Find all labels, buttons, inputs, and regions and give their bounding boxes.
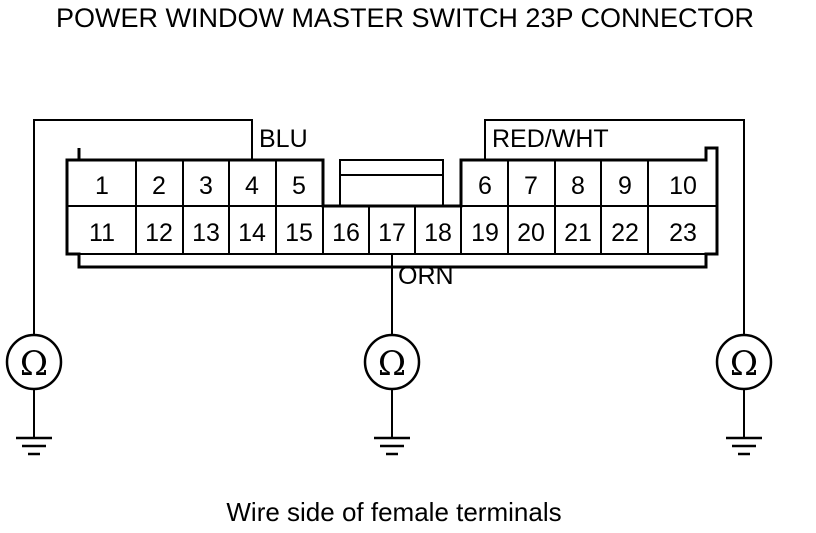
- pin-11: 11: [89, 219, 115, 247]
- ohmmeter-center: Ω: [363, 333, 421, 456]
- bottom-row-dividers: [135, 206, 649, 254]
- pin-9: 9: [618, 172, 632, 200]
- top-row-right-dividers: [507, 160, 649, 206]
- pin-19: 19: [471, 219, 499, 247]
- diagram-caption: Wire side of female terminals: [226, 497, 561, 527]
- ground-icon: [374, 436, 410, 456]
- pin-1: 1: [95, 172, 109, 200]
- wire-label-orn: ORN: [398, 262, 454, 290]
- pin-4: 4: [245, 172, 259, 200]
- ohm-icon: Ω: [730, 344, 758, 384]
- ohmmeter-right: Ω: [715, 333, 773, 456]
- pin-8: 8: [571, 172, 585, 200]
- pin-15: 15: [285, 219, 313, 247]
- pin-22: 22: [611, 219, 639, 247]
- pin-10: 10: [669, 172, 697, 200]
- wire-label-red-wht: RED/WHT: [492, 125, 609, 153]
- pin-17: 17: [378, 219, 406, 247]
- ohmmeter-left: Ω: [5, 333, 63, 456]
- wire-label-blu: BLU: [259, 125, 308, 153]
- lead-wire-right: [484, 119, 745, 336]
- ohm-icon: Ω: [20, 344, 48, 384]
- pin-5: 5: [292, 172, 306, 200]
- pin-7: 7: [524, 172, 538, 200]
- pin-13: 13: [192, 219, 220, 247]
- diagram-title: POWER WINDOW MASTER SWITCH 23P CONNECTOR: [56, 3, 754, 33]
- connector-lock-tab: [339, 159, 444, 207]
- pin-6: 6: [478, 172, 492, 200]
- pin-23: 23: [669, 219, 697, 247]
- connector-housing: [65, 146, 719, 269]
- pin-16: 16: [332, 219, 360, 247]
- pin-21: 21: [564, 219, 592, 247]
- top-row-left-dividers: [135, 160, 277, 206]
- pin-20: 20: [517, 219, 545, 247]
- ohm-icon: Ω: [378, 344, 406, 384]
- pin-12: 12: [145, 219, 173, 247]
- lead-wire-left: [33, 119, 253, 336]
- pin-18: 18: [424, 219, 452, 247]
- ground-icon: [726, 436, 762, 456]
- pin-14: 14: [238, 219, 266, 247]
- ground-icon: [16, 436, 52, 456]
- pin-3: 3: [199, 172, 213, 200]
- pin-2: 2: [152, 172, 166, 200]
